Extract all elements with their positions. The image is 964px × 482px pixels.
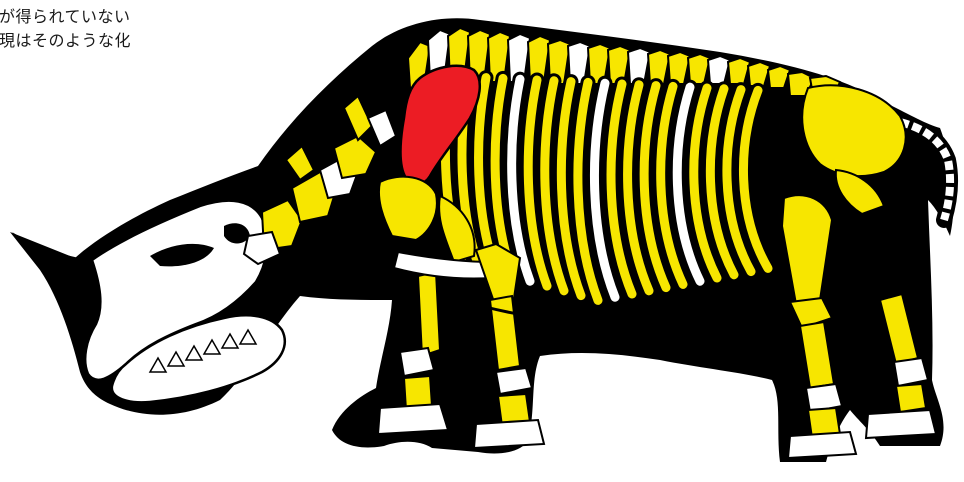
figure: が得られていない 現はそのような化 [0, 0, 964, 482]
rhinoceros-skeleton-diagram [0, 0, 964, 482]
